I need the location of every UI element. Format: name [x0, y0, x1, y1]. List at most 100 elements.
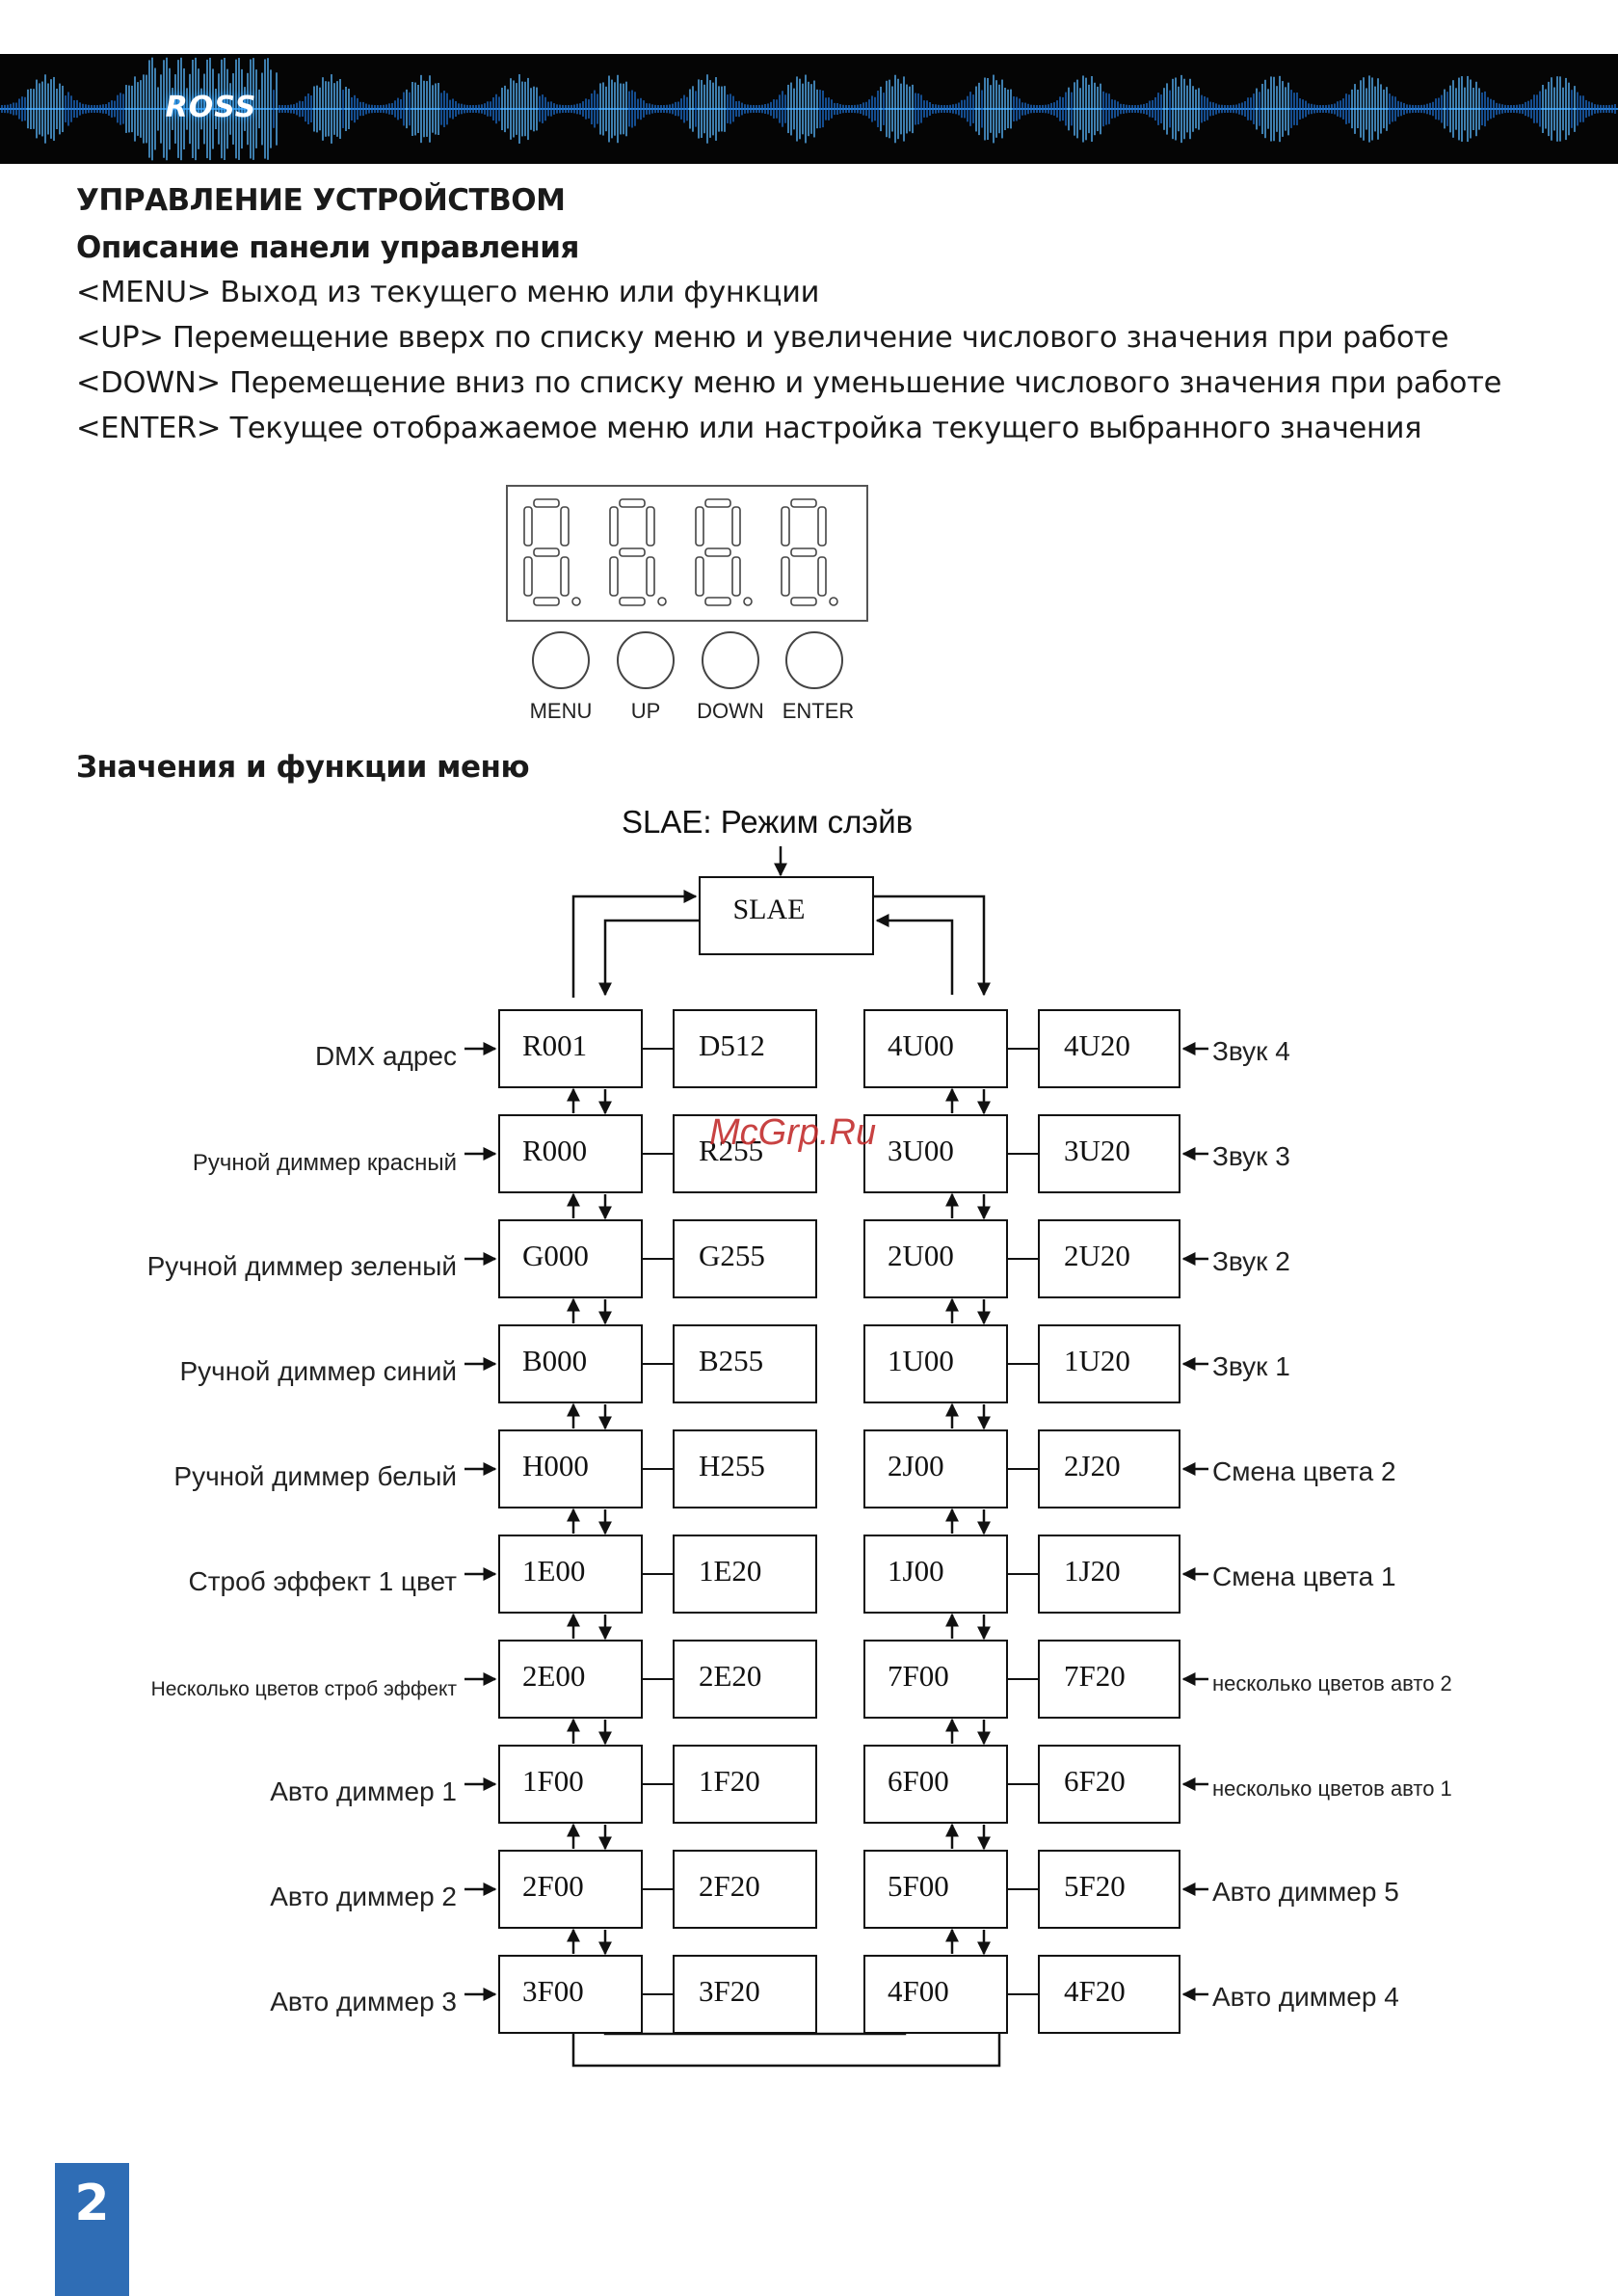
menu-box [1038, 1324, 1180, 1403]
menu-box [863, 1850, 1008, 1929]
menu-box-label: H000 [522, 1449, 589, 1482]
menu-box-label: 2J00 [888, 1449, 944, 1482]
menu-box-label: 6F00 [888, 1764, 949, 1798]
display-frame [506, 485, 868, 622]
menu-box-label: 3F20 [699, 1974, 760, 2008]
menu-box-label: B255 [699, 1344, 763, 1377]
brand-logo: ROSS [165, 91, 257, 124]
menu-box-label: 2E20 [699, 1659, 761, 1693]
left-label: Ручной диммер белый [173, 1461, 457, 1491]
panel-button-menu [532, 631, 590, 689]
menu-box-label: 1U20 [1064, 1344, 1130, 1377]
menu-box [1038, 1955, 1180, 2034]
right-label: Смена цвета 1 [1212, 1562, 1396, 1591]
menu-box-label: 1U00 [888, 1344, 954, 1377]
slae-box-label: SLAE [733, 894, 806, 925]
menu-box [863, 1955, 1008, 2034]
menu-box-label: B000 [522, 1344, 587, 1377]
seven-segment-display [523, 498, 838, 606]
left-label: Ручной диммер красный [193, 1150, 457, 1176]
menu-box [498, 1324, 643, 1403]
menu-box-label: 2F00 [522, 1869, 584, 1903]
connector-right-down [873, 894, 991, 997]
menu-box [498, 1640, 643, 1719]
connector-left-down [598, 919, 700, 997]
panel-button-enter [785, 631, 843, 689]
panel-button-down [702, 631, 759, 689]
menu-box-label: 3F00 [522, 1974, 584, 2008]
menu-box-label: 3U20 [1064, 1134, 1130, 1167]
menu-box [498, 1114, 643, 1193]
right-label: Звук 1 [1212, 1351, 1290, 1381]
page-number-badge [55, 2163, 129, 2296]
display-digit [609, 498, 667, 606]
menu-box [1038, 1850, 1180, 1929]
menu-box [498, 1745, 643, 1824]
menu-box-label: 5F20 [1064, 1869, 1126, 1903]
panel-heading: Описание панели управления [76, 230, 579, 265]
menu-box-label: G255 [699, 1239, 765, 1272]
menu-box-label: 2F20 [699, 1869, 760, 1903]
menu-box [673, 1009, 817, 1088]
menu-box [673, 1745, 817, 1824]
menu-box [673, 1429, 817, 1508]
menu-box-label: R255 [699, 1134, 763, 1167]
watermark: McGrp.Ru [709, 1112, 876, 1153]
right-label: Звук 3 [1212, 1141, 1290, 1171]
left-label: Ручной диммер синий [179, 1356, 457, 1386]
menu-box-label: R001 [522, 1028, 587, 1062]
menu-box-label: 2J20 [1064, 1449, 1121, 1482]
right-label: несколько цветов авто 1 [1212, 1776, 1452, 1801]
right-label: Смена цвета 2 [1212, 1456, 1396, 1486]
panel-button-label: MENU [530, 699, 593, 723]
menu-box-label: 1E00 [522, 1554, 585, 1588]
left-label: DMX адрес [315, 1041, 457, 1071]
description-enter: <ENTER> Текущее отображаемое меню или на… [76, 412, 1422, 445]
display-digit [695, 498, 753, 606]
menu-box-label: 2U20 [1064, 1239, 1130, 1272]
menu-box [673, 1114, 817, 1193]
menu-box [1038, 1535, 1180, 1614]
menu-box [1038, 1429, 1180, 1508]
connector-left-up [571, 890, 698, 998]
diagram-top-label: SLAE: Режим слэйв [622, 804, 913, 840]
menu-box-label: 1F00 [522, 1764, 584, 1798]
menu-box-label: 7F20 [1064, 1659, 1126, 1693]
display-digit [781, 498, 838, 606]
menu-box-label: 1E20 [699, 1554, 761, 1588]
menu-box-label: D512 [699, 1028, 765, 1062]
menu-box-label: R000 [522, 1134, 587, 1167]
menu-box-label: 4U00 [888, 1028, 954, 1062]
menu-box [863, 1324, 1008, 1403]
left-label: Строб эффект 1 цвет [188, 1566, 457, 1596]
section-title: УПРАВЛЕНИЕ УСТРОЙСТВОМ [76, 183, 566, 218]
menu-box-label: H255 [699, 1449, 765, 1482]
sound-wave-graphic [0, 57, 1618, 161]
menu-box-label: 4F00 [888, 1974, 949, 2008]
menu-box [498, 1535, 643, 1614]
connector-right-up [875, 914, 954, 995]
menu-box [863, 1009, 1008, 1088]
wave-bars [1, 57, 1616, 161]
right-label: Авто диммер 5 [1212, 1877, 1399, 1907]
menu-box [1038, 1745, 1180, 1824]
page-number: 2 [74, 2175, 110, 2232]
menu-box [498, 1955, 643, 2034]
right-label: несколько цветов авто 2 [1212, 1671, 1452, 1695]
menu-box [1038, 1219, 1180, 1298]
menu-box-label: 6F20 [1064, 1764, 1126, 1798]
description-down: <DOWN> Перемещение вниз по списку меню и… [76, 366, 1502, 400]
panel-button-label: DOWN [697, 699, 764, 723]
left-label: Авто диммер 2 [270, 1882, 457, 1911]
menu-box [1038, 1640, 1180, 1719]
menu-box [673, 1535, 817, 1614]
description-menu: <MENU> Выход из текущего меню или функци… [76, 276, 820, 309]
display-digit [523, 498, 581, 606]
menu-box-label: 1J00 [888, 1554, 944, 1588]
menu-box-label: 2E00 [522, 1659, 585, 1693]
left-label: Ручной диммер зеленый [147, 1251, 457, 1281]
